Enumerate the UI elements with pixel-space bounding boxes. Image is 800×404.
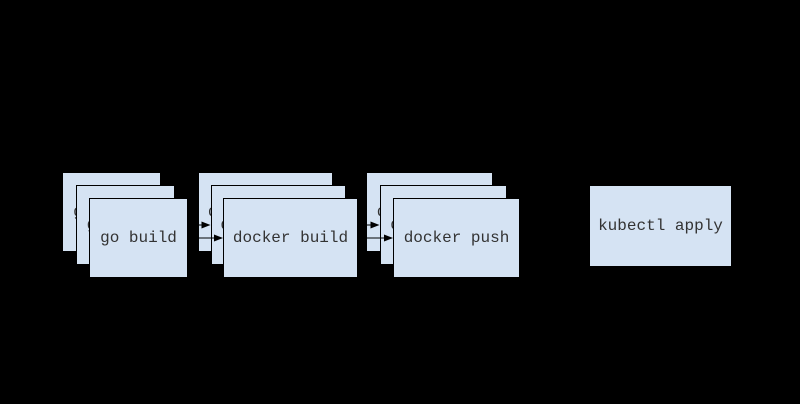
docker-push-card-3-label: docker push xyxy=(403,229,510,247)
docker-build-card-3: docker build xyxy=(223,198,358,278)
kubectl-apply-box: kubectl apply xyxy=(589,185,732,267)
kubectl-apply-box-label: kubectl apply xyxy=(598,217,723,235)
go-build-card-3-label: go build xyxy=(100,229,177,247)
go-build-card-3: go build xyxy=(89,198,188,278)
docker-build-card-3-label: docker build xyxy=(232,229,349,247)
docker-push-card-3: docker push xyxy=(393,198,520,278)
